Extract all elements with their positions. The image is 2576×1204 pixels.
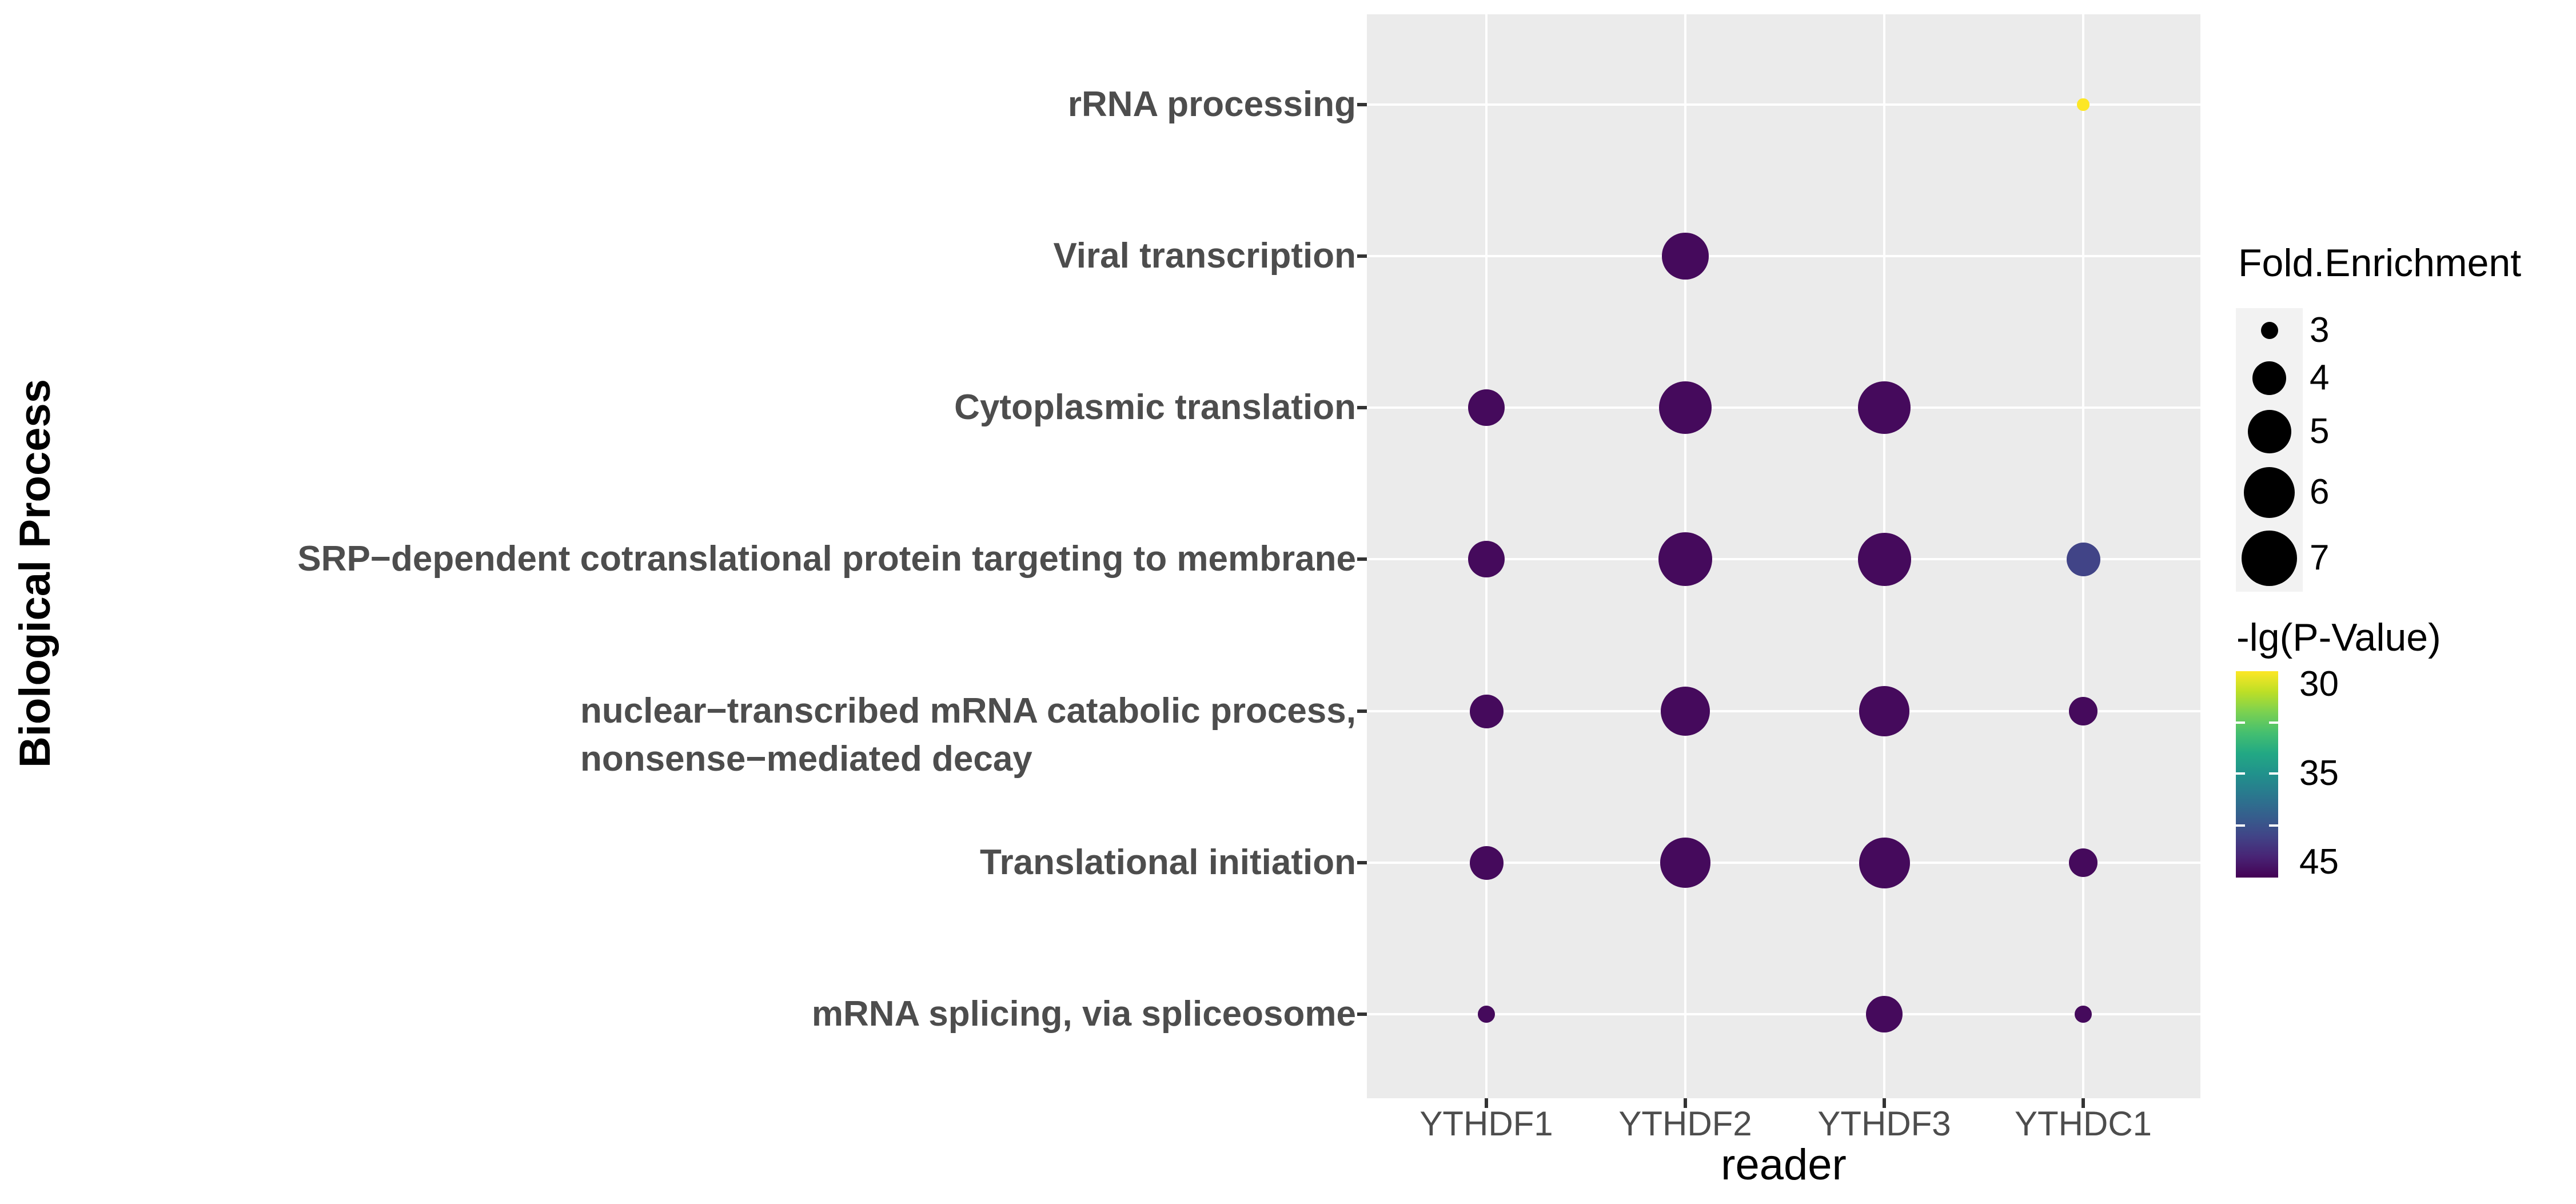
size-legend-key-dot-4 bbox=[2252, 361, 2286, 395]
colorbar-tick-right-3 bbox=[2269, 824, 2278, 827]
data-point-YTHDF2-row3 bbox=[1658, 381, 1712, 434]
x-axis-label-YTHDF3: YTHDF3 bbox=[1817, 1105, 1951, 1143]
data-point-YTHDF3-row5 bbox=[1859, 686, 1909, 736]
gridline-horizontal-row6 bbox=[1367, 862, 2200, 864]
data-point-YTHDF1-row3 bbox=[1468, 389, 1505, 426]
data-point-YTHDF1-row7 bbox=[1478, 1006, 1495, 1023]
gridline-horizontal-row2 bbox=[1367, 255, 2200, 257]
size-legend-title: Fold.Enrichment bbox=[2238, 241, 2522, 285]
y-axis-tick-row6 bbox=[1357, 861, 1367, 864]
size-legend-label-5: 5 bbox=[2310, 412, 2330, 451]
x-axis-tick-YTHDC1 bbox=[2081, 1098, 2085, 1108]
y-axis-tick-row3 bbox=[1357, 406, 1367, 409]
gridline-horizontal-row5 bbox=[1367, 710, 2200, 712]
data-point-YTHDC1-row5 bbox=[2068, 696, 2098, 726]
data-point-YTHDF2-row6 bbox=[1660, 838, 1710, 888]
size-legend-key-dot-6 bbox=[2244, 467, 2295, 518]
gridline-horizontal-row3 bbox=[1367, 406, 2200, 409]
x-axis-title: reader bbox=[1721, 1141, 1847, 1189]
colorbar-tick-left-3 bbox=[2236, 824, 2245, 827]
x-axis-label-YTHDF2: YTHDF2 bbox=[1618, 1105, 1752, 1143]
data-point-YTHDF1-row5 bbox=[1469, 694, 1504, 728]
size-legend-key-dot-5 bbox=[2247, 410, 2291, 453]
data-point-YTHDF1-row6 bbox=[1469, 846, 1504, 880]
gridline-horizontal-row1 bbox=[1367, 103, 2200, 106]
data-point-YTHDF3-row7 bbox=[1865, 995, 1903, 1033]
y-axis-label-row2: Viral transcription bbox=[1053, 236, 1356, 276]
y-axis-label-row1: rRNA processing bbox=[1067, 85, 1356, 124]
colorbar-label-30: 30 bbox=[2299, 664, 2339, 704]
size-legend-key-dot-7 bbox=[2242, 530, 2297, 586]
y-axis-tick-row5 bbox=[1357, 709, 1367, 713]
data-point-YTHDC1-row4 bbox=[2066, 542, 2100, 576]
y-axis-tick-row1 bbox=[1357, 103, 1367, 106]
data-point-YTHDC1-row1 bbox=[2077, 98, 2089, 111]
data-point-YTHDF2-row4 bbox=[1658, 532, 1712, 586]
colorbar-tick-left-1 bbox=[2236, 721, 2245, 724]
y-axis-tick-row7 bbox=[1357, 1012, 1367, 1016]
data-point-YTHDF3-row3 bbox=[1857, 381, 1911, 434]
size-legend-label-6: 6 bbox=[2310, 472, 2330, 512]
color-legend-title: -lg(P-Value) bbox=[2236, 616, 2441, 659]
data-point-YTHDF1-row4 bbox=[1468, 540, 1505, 578]
colorbar-label-45: 45 bbox=[2299, 842, 2339, 882]
gridline-horizontal-row7 bbox=[1367, 1013, 2200, 1015]
data-point-YTHDC1-row6 bbox=[2068, 848, 2098, 878]
x-axis-tick-YTHDF1 bbox=[1485, 1098, 1488, 1108]
x-axis-tick-YTHDF3 bbox=[1883, 1098, 1886, 1108]
y-axis-label-row4: SRP−dependent cotranslational protein ta… bbox=[297, 539, 1356, 579]
y-axis-tick-row2 bbox=[1357, 254, 1367, 258]
size-legend-key-dot-3 bbox=[2260, 322, 2278, 339]
y-axis-tick-row4 bbox=[1357, 557, 1367, 561]
colorbar-tick-left-2 bbox=[2236, 772, 2245, 775]
y-axis-label-row6: Translational initiation bbox=[980, 843, 1356, 882]
colorbar-label-35: 35 bbox=[2299, 754, 2339, 794]
y-axis-label-row3: Cytoplasmic translation bbox=[954, 388, 1356, 427]
x-axis-label-YTHDF1: YTHDF1 bbox=[1419, 1105, 1553, 1143]
data-point-YTHDF2-row2 bbox=[1662, 233, 1709, 280]
size-legend-label-4: 4 bbox=[2310, 358, 2330, 397]
data-point-YTHDF3-row6 bbox=[1859, 837, 1910, 888]
y-axis-label-row7: mRNA splicing, via spliceosome bbox=[811, 994, 1356, 1034]
y-axis-title: Biological Process bbox=[11, 378, 59, 768]
data-point-YTHDF3-row4 bbox=[1857, 532, 1911, 586]
plot-panel bbox=[1367, 14, 2200, 1098]
gridline-horizontal-row4 bbox=[1367, 558, 2200, 560]
size-legend-label-3: 3 bbox=[2310, 310, 2330, 350]
colorbar-tick-right-1 bbox=[2269, 721, 2278, 724]
x-axis-tick-YTHDF2 bbox=[1684, 1098, 1687, 1108]
size-legend-label-7: 7 bbox=[2310, 538, 2330, 577]
x-axis-label-YTHDC1: YTHDC1 bbox=[2014, 1105, 2152, 1143]
data-point-YTHDC1-row7 bbox=[2075, 1006, 2092, 1023]
data-point-YTHDF2-row5 bbox=[1660, 686, 1710, 736]
colorbar-tick-right-2 bbox=[2269, 772, 2278, 775]
y-axis-label-row5: nuclear−transcribed mRNA catabolic proce… bbox=[580, 691, 1356, 779]
